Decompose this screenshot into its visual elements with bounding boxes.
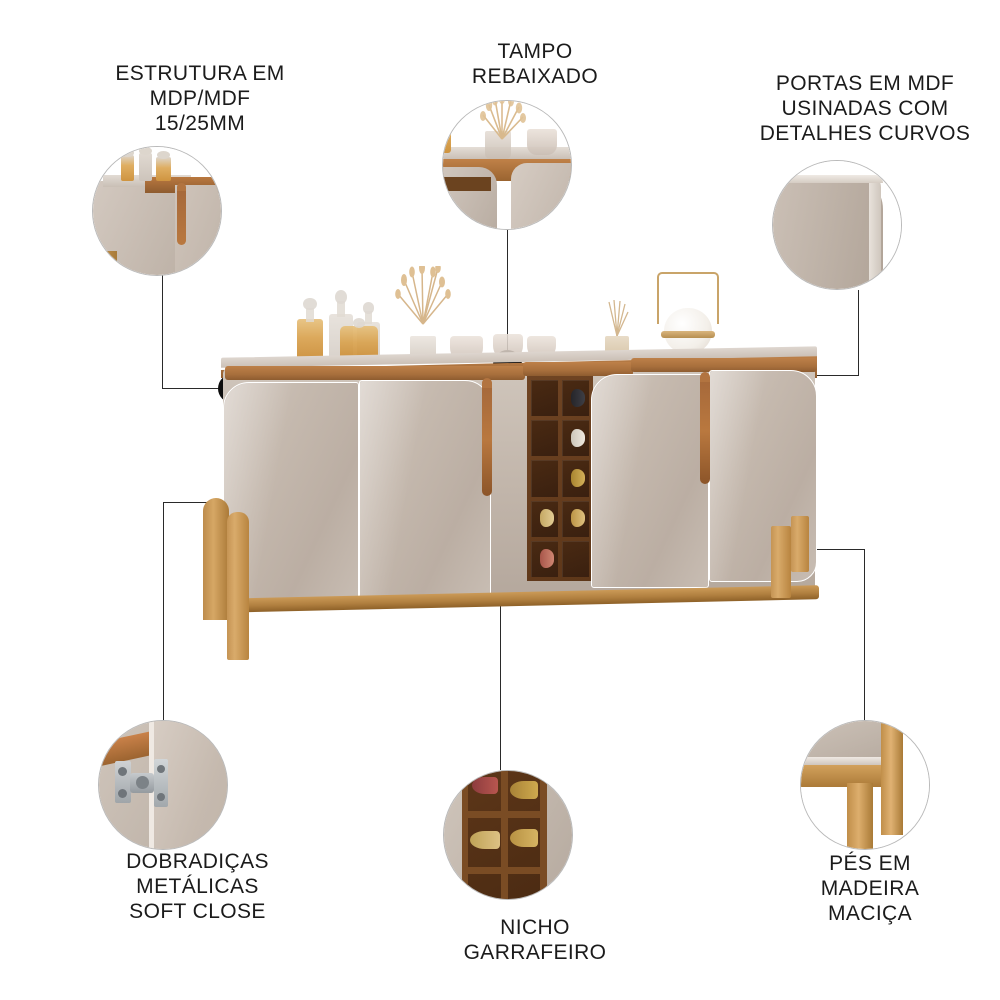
rack-cell bbox=[562, 420, 589, 457]
inset-pes bbox=[800, 720, 930, 850]
leg-right-rear bbox=[771, 526, 791, 598]
cabinet-door-2[interactable] bbox=[359, 380, 491, 598]
wood-top-strip-right bbox=[631, 358, 817, 372]
leader-tampo-v bbox=[507, 228, 508, 366]
leg-right-front bbox=[791, 516, 809, 572]
door-handle-groove-cap-left bbox=[482, 378, 492, 388]
door-handle-groove-right[interactable] bbox=[700, 378, 710, 484]
door-handle-groove-cap-right bbox=[700, 372, 710, 382]
callout-label-portas: PORTAS EM MDF USINADAS COM DETALHES CURV… bbox=[759, 72, 971, 145]
rack-cell bbox=[531, 420, 558, 457]
wood-top-strip-center bbox=[523, 362, 633, 376]
rack-cell bbox=[531, 500, 558, 537]
callout-label-estrutura: ESTRUTURA EM MDP/MDF 15/25MM bbox=[115, 62, 285, 135]
product-sideboard bbox=[203, 266, 825, 690]
leader-estrutura-v bbox=[162, 275, 163, 388]
door-handle-groove-left[interactable] bbox=[482, 384, 492, 496]
leader-estrutura-h bbox=[162, 388, 234, 389]
wine-bottle bbox=[540, 549, 555, 568]
wine-bottle bbox=[571, 428, 586, 447]
callout-label-nicho: NICHO GARRAFEIRO bbox=[463, 916, 607, 964]
leg-left-arc bbox=[203, 498, 229, 620]
callout-label-tampo: TAMPO REBAIXADO bbox=[471, 40, 599, 88]
leg-left-front bbox=[227, 512, 249, 660]
inset-nicho bbox=[443, 770, 573, 900]
cabinet-door-3[interactable] bbox=[591, 374, 709, 588]
inset-tampo bbox=[442, 100, 572, 230]
leader-dobradicas-v bbox=[163, 502, 164, 720]
leader-portas-v bbox=[858, 290, 859, 375]
inset-portas bbox=[772, 160, 902, 290]
rack-cell bbox=[562, 500, 589, 537]
callout-label-dobradicas: DOBRADIÇAS METÁLICAS SOFT CLOSE bbox=[126, 850, 269, 923]
rack-cell bbox=[562, 460, 589, 497]
decor-decanter-amber bbox=[297, 298, 323, 360]
leader-nicho-v bbox=[500, 490, 501, 770]
decor-globe-lamp bbox=[657, 272, 719, 354]
leader-pes-v bbox=[864, 549, 865, 721]
callout-label-pes: PÉS EM MADEIRA MACIÇA bbox=[820, 852, 920, 925]
leader-pes-h bbox=[789, 549, 864, 550]
wine-rack bbox=[527, 376, 593, 581]
wine-bottle bbox=[571, 509, 586, 528]
wine-bottle bbox=[571, 388, 586, 407]
rack-cell bbox=[531, 460, 558, 497]
rack-cell bbox=[531, 380, 558, 417]
wood-top-strip-left bbox=[225, 366, 525, 380]
wine-bottle bbox=[571, 469, 586, 488]
rack-cell bbox=[562, 380, 589, 417]
inset-dobradicas bbox=[98, 720, 228, 850]
rack-cell bbox=[562, 540, 589, 577]
wine-bottle bbox=[540, 509, 555, 528]
inset-estrutura bbox=[92, 146, 222, 276]
rack-cell bbox=[531, 540, 558, 577]
